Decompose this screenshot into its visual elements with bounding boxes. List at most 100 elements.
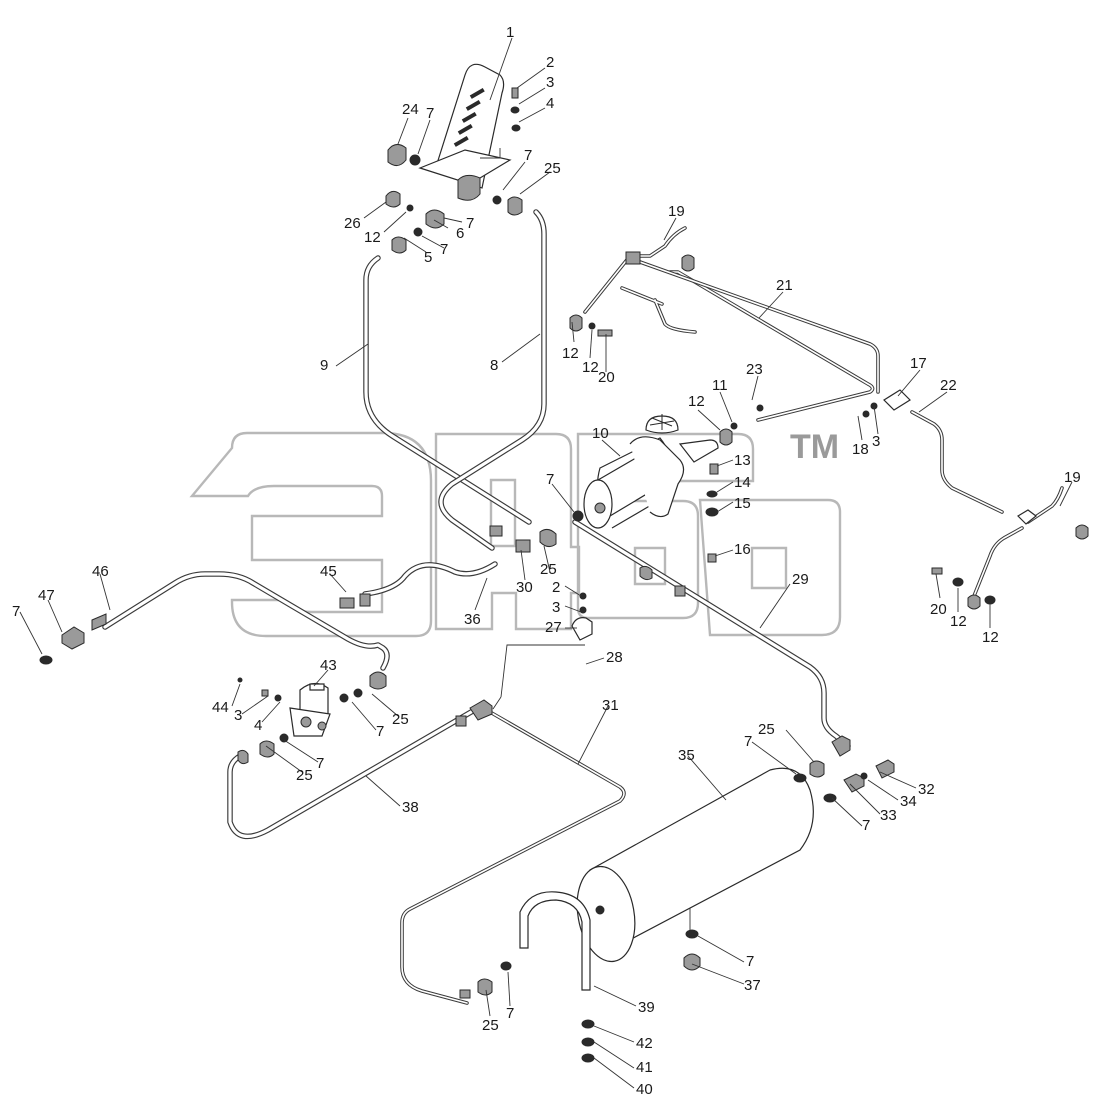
- tube-38: [227, 705, 481, 840]
- callout-23: 23: [746, 361, 763, 378]
- tube-9: [363, 255, 532, 525]
- callout-44: 44: [212, 699, 229, 716]
- callout-21: 21: [776, 277, 793, 294]
- callout-labels: 1 2 3 4 24 7 7 25 26 12 6 7 5 7 9 8 19 2…: [12, 24, 1081, 1098]
- callout-26: 26: [344, 215, 361, 232]
- callout-11: 11: [712, 377, 728, 394]
- callout-14: 14: [734, 474, 751, 491]
- callout-15: 15: [734, 495, 751, 512]
- callout-39: 39: [638, 999, 655, 1016]
- callout-12: 12: [688, 393, 705, 410]
- small-fittings: [39, 87, 1089, 1063]
- callout-7: 7: [744, 733, 752, 750]
- callout-34: 34: [900, 793, 917, 810]
- tube-29: [572, 519, 851, 749]
- callout-22: 22: [940, 377, 957, 394]
- callout-2: 2: [546, 54, 554, 71]
- callout-7: 7: [12, 603, 20, 620]
- callout-12: 12: [982, 629, 999, 646]
- callout-25: 25: [544, 160, 561, 177]
- callout-12: 12: [950, 613, 967, 630]
- callout-41: 41: [636, 1059, 653, 1076]
- callout-33: 33: [880, 807, 897, 824]
- callout-28: 28: [606, 649, 623, 666]
- callout-7: 7: [426, 105, 434, 122]
- tube-21: [620, 270, 875, 422]
- callout-3: 3: [552, 599, 560, 616]
- callout-8: 8: [490, 357, 498, 374]
- callout-16: 16: [734, 541, 751, 558]
- callout-3: 3: [234, 707, 242, 724]
- callout-6: 6: [456, 225, 464, 242]
- callout-7: 7: [440, 241, 448, 258]
- callout-4: 4: [546, 95, 554, 112]
- tube-8: [438, 209, 547, 551]
- callout-7: 7: [546, 471, 554, 488]
- callout-7: 7: [746, 953, 754, 970]
- callout-40: 40: [636, 1081, 653, 1098]
- callout-13: 13: [734, 452, 751, 469]
- pressure-regulator-43: [289, 682, 331, 737]
- callout-42: 42: [636, 1035, 653, 1052]
- callout-3: 3: [872, 433, 880, 450]
- callout-7: 7: [862, 817, 870, 834]
- callout-9: 9: [320, 357, 328, 374]
- callout-25: 25: [482, 1017, 499, 1034]
- callout-2: 2: [552, 579, 560, 596]
- callout-25: 25: [758, 721, 775, 738]
- callout-45: 45: [320, 563, 337, 580]
- callout-38: 38: [402, 799, 419, 816]
- callout-18: 18: [852, 441, 869, 458]
- callout-7: 7: [376, 723, 384, 740]
- tube-21-upper: [583, 226, 880, 394]
- callout-47: 47: [38, 587, 55, 604]
- tube-46: [102, 571, 390, 671]
- tube-19-right: [972, 486, 1064, 598]
- fittings-upper: [385, 190, 523, 254]
- callout-37: 37: [744, 977, 761, 994]
- callout-7: 7: [506, 1005, 514, 1022]
- callout-12: 12: [364, 229, 381, 246]
- callout-7: 7: [524, 147, 532, 164]
- callout-30: 30: [516, 579, 533, 596]
- callout-25: 25: [540, 561, 557, 578]
- callout-4: 4: [254, 717, 262, 734]
- callout-1: 1: [506, 24, 514, 41]
- callout-46: 46: [92, 563, 109, 580]
- callout-32: 32: [918, 781, 935, 798]
- tube-31: [400, 710, 626, 1005]
- trademark-mark: TM: [790, 428, 839, 466]
- receiver-tank-35: [576, 767, 814, 963]
- callout-35: 35: [678, 747, 695, 764]
- air-dryer-10: [583, 414, 719, 529]
- tube-22: [910, 410, 1004, 514]
- callout-20: 20: [598, 369, 615, 386]
- callout-25: 25: [296, 767, 313, 784]
- callout-20: 20: [930, 601, 947, 618]
- watermark-logo: TM: [189, 428, 842, 638]
- callout-25: 25: [392, 711, 409, 728]
- callout-12: 12: [562, 345, 579, 362]
- leader-lines: [19, 37, 1073, 1089]
- brake-pedal-1: [418, 63, 512, 201]
- callout-29: 29: [792, 571, 809, 588]
- callout-5: 5: [424, 249, 432, 266]
- tube-36: [362, 561, 498, 597]
- brake-valve-24: [387, 144, 421, 166]
- callout-24: 24: [402, 101, 419, 118]
- callout-3: 3: [546, 74, 554, 91]
- callout-31: 31: [602, 697, 619, 714]
- callout-17: 17: [910, 355, 927, 372]
- callout-10: 10: [592, 425, 609, 442]
- callout-27: 27: [545, 619, 562, 636]
- callout-12: 12: [582, 359, 599, 376]
- callout-36: 36: [464, 611, 481, 628]
- callout-7: 7: [466, 215, 474, 232]
- callout-43: 43: [320, 657, 337, 674]
- clamp-strap-39: [519, 891, 591, 991]
- callout-19: 19: [1064, 469, 1081, 486]
- callout-19: 19: [668, 203, 685, 220]
- callout-7: 7: [316, 755, 324, 772]
